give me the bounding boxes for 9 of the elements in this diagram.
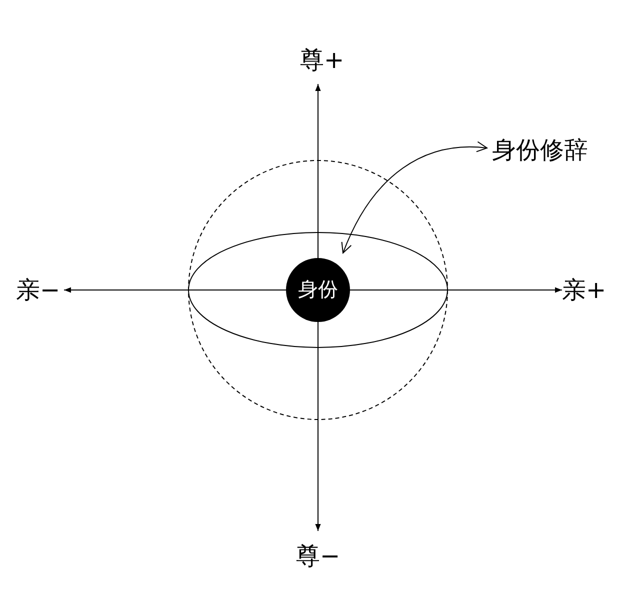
axis-label: 尊+ [300, 48, 344, 72]
ellipse-outline [188, 232, 448, 348]
axis-label: 尊− [296, 544, 340, 568]
dashed-circle [188, 160, 448, 420]
axis-label: 亲+ [562, 278, 606, 302]
curved-arrow [342, 142, 488, 254]
center-disc: 身份 [286, 258, 350, 322]
axis-label: 亲− [16, 278, 60, 302]
annotation-label: 身份修辞 [492, 134, 622, 166]
